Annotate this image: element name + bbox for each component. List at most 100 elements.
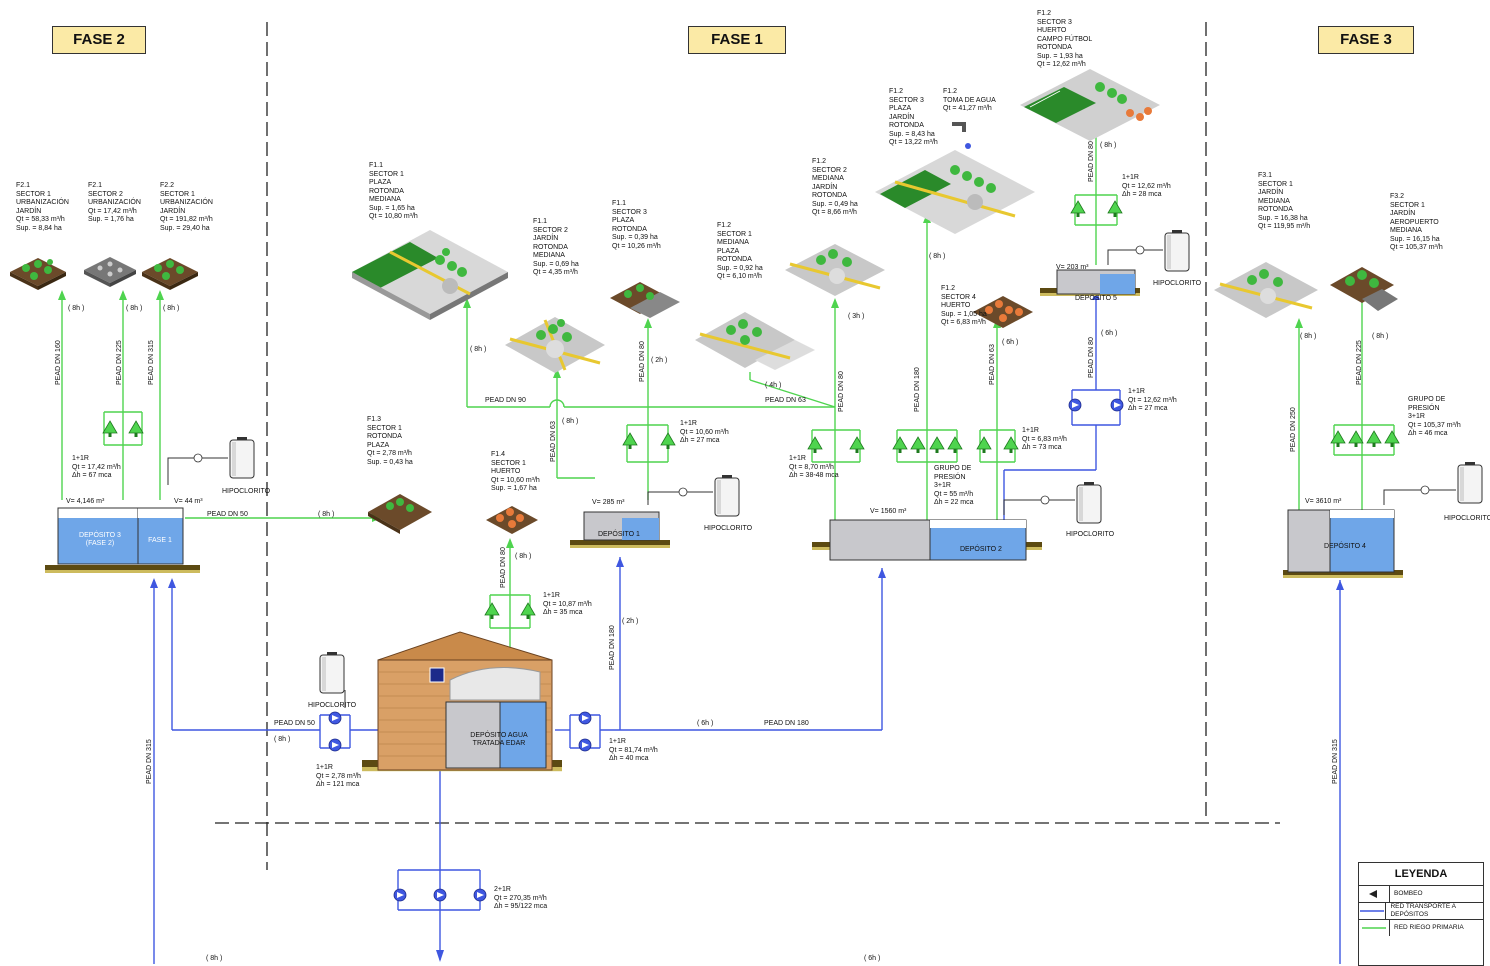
phase-2-header: FASE 2 [52, 26, 146, 54]
pump-label-to-dep5: 1+1R Qt = 12,62 m³/h Δh = 27 mca [1128, 388, 1177, 414]
sector-label-f21-s1: F2.1 SECTOR 1 URBANIZACIÓN JARDÍN Qt = 5… [16, 182, 69, 233]
pipe-label-pead80-v1: PEAD DN 80 [639, 341, 646, 382]
hours-label: ( 8h ) [68, 305, 84, 312]
pump-label-f14: 1+1R Qt = 10,87 m³/h Δh = 35 mca [543, 592, 592, 618]
hipoclorito-label-1: HIPOCLORITO [222, 488, 270, 495]
hours-label: ( 2h ) [651, 357, 667, 364]
hours-label: ( 6h ) [1101, 330, 1117, 337]
pipe-label-pead50-b: PEAD DN 50 [274, 720, 315, 727]
blue-line-icon [1359, 903, 1386, 919]
sector-label-f13-s1: F1.3 SECTOR 1 ROTONDA PLAZA Qt = 2,78 m³… [367, 416, 413, 467]
tank-dep1-volume: V= 285 m³ [592, 499, 625, 507]
tank-dep4-volume: V= 3610 m³ [1305, 498, 1341, 506]
hours-label: ( 8h ) [126, 305, 142, 312]
pipe-label-pead315-v1: PEAD DN 315 [148, 340, 155, 385]
hours-label: ( 6h ) [864, 955, 880, 962]
pump-label-fase2: 1+1R Qt = 17,42 m³/h Δh = 67 mca [72, 455, 121, 481]
pump-label-f3: GRUPO DE PRESIÓN 3+1R Qt = 105,37 m³/h Δ… [1408, 396, 1461, 439]
sector-label-f12-toma: F1.2 TOMA DE AGUA Qt = 41,27 m³/h [943, 88, 996, 114]
sector-images [10, 69, 1398, 534]
pump-label-dep1: 1+1R Qt = 10,60 m³/h Δh = 27 mca [680, 420, 729, 446]
pump-symbol-icon [1359, 886, 1390, 902]
hours-label: ( 8h ) [1100, 142, 1116, 149]
sector-label-f12-s1: F1.2 SECTOR 1 MEDIANA PLAZA ROTONDA Sup.… [717, 222, 763, 282]
legend-item-label: RED RIEGO PRIMARIA [1390, 924, 1464, 932]
pipe-label-pead180-v1: PEAD DN 180 [914, 367, 921, 412]
pipe-label-pead160-v1: PEAD DN 160 [55, 340, 62, 385]
tank-dep3-label: DEPÓSITO 3 (FASE 2) [72, 532, 128, 548]
tank-dep3-fase1-label: FASE 1 [140, 537, 180, 545]
legend-title: LEYENDA [1359, 863, 1483, 886]
sector-label-f11-s2: F1.1 SECTOR 2 JARDÍN ROTONDA MEDIANA Sup… [533, 218, 579, 278]
legend-row-transport: RED TRANSPORTE A DEPÓSITOS [1359, 903, 1483, 920]
tank-dep5-volume: V= 203 m³ [1056, 264, 1089, 272]
hours-label: ( 4h ) [765, 382, 781, 389]
phase-3-header: FASE 3 [1318, 26, 1414, 54]
hours-label: ( 6h ) [697, 720, 713, 727]
pipe-label-pead250-v: PEAD DN 250 [1290, 407, 1297, 452]
tank-dep4-label: DEPÓSITO 4 [1324, 543, 1366, 551]
tank-dep2-volume: V= 1560 m³ [870, 508, 906, 516]
tank-dep3-volume2: V= 44 m³ [174, 498, 203, 506]
pump-label-dep5: 1+1R Qt = 12,62 m³/h Δh = 28 mca [1122, 174, 1171, 200]
sector-label-f31-s1: F3.1 SECTOR 1 JARDÍN MEDIANA ROTONDA Sup… [1258, 172, 1310, 232]
tank-dep3-volume: V= 4,146 m³ [66, 498, 104, 506]
pump-label-edar-left: 1+1R Qt = 2,78 m³/h Δh = 121 mca [316, 764, 361, 790]
water-tap-icon [952, 122, 971, 149]
sector-label-f22-s1: F2.2 SECTOR 1 URBANIZACIÓN JARDÍN Qt = 1… [160, 182, 213, 233]
legend: LEYENDA BOMBEO RED TRANSPORTE A DEPÓSITO… [1358, 862, 1484, 966]
pipe-label-pead63-v2: PEAD DN 63 [989, 344, 996, 385]
tank-dep2-label: DEPÓSITO 2 [960, 546, 1002, 554]
pump-label-bottom: 2+1R Qt = 270,35 m³/h Δh = 95/122 mca [494, 886, 547, 912]
pipe-label-pead90: PEAD DN 90 [485, 397, 526, 404]
sector-label-f14-s1: F1.4 SECTOR 1 HUERTO Qt = 10,60 m³/h Sup… [491, 451, 540, 494]
hours-label: ( 8h ) [929, 253, 945, 260]
pipe-label-pead315-v3: PEAD DN 315 [1332, 739, 1339, 784]
hipoclorito-label-3: HIPOCLORITO [1066, 531, 1114, 538]
pipe-label-pead180-v2: PEAD DN 180 [609, 625, 616, 670]
hours-label: ( 8h ) [515, 553, 531, 560]
hours-label: ( 3h ) [848, 313, 864, 320]
sector-label-f11-s1: F1.1 SECTOR 1 PLAZA ROTONDA MEDIANA Sup.… [369, 162, 418, 222]
hipoclorito-label-5: HIPOCLORITO [1444, 515, 1490, 522]
tank-dep1-label: DEPÓSITO 1 [598, 531, 640, 539]
legend-item-label: BOMBEO [1390, 890, 1423, 898]
pipe-label-pead225-v1: PEAD DN 225 [116, 340, 123, 385]
legend-item-label: RED TRANSPORTE A DEPÓSITOS [1386, 903, 1483, 919]
tank-edar-label: DEPÓSITO AGUA TRATADA EDAR [458, 732, 540, 748]
sector-label-f12-s4: F1.2 SECTOR 4 HUERTO Sup. = 1,05 ha Qt =… [941, 285, 987, 328]
pipe-label-pead80-v5: PEAD DN 80 [500, 547, 507, 588]
hours-label: ( 8h ) [1300, 333, 1316, 340]
phase-1-header: FASE 1 [688, 26, 786, 54]
pump-label-dep2b: 1+1R Qt = 6,83 m³/h Δh = 73 mca [1022, 427, 1067, 453]
pipe-label-pead50-a: PEAD DN 50 [207, 511, 248, 518]
sector-label-f12-s2: F1.2 SECTOR 2 MEDIANA JARDÍN ROTONDA Sup… [812, 158, 858, 218]
pipe-label-pead180-h: PEAD DN 180 [764, 720, 809, 727]
legend-row-bombeo: BOMBEO [1359, 886, 1483, 903]
hours-label: ( 8h ) [1372, 333, 1388, 340]
irrigation-network [62, 125, 1394, 700]
pipe-label-pead80-v3: PEAD DN 80 [1088, 337, 1095, 378]
hipoclorito-label-6: HIPOCLORITO [308, 702, 356, 709]
pump-label-grupo: GRUPO DE PRESIÓN 3+1R Qt = 55 m³/h Δh = … [934, 465, 974, 508]
pump-label-edar-right: 1+1R Qt = 81,74 m³/h Δh = 40 mca [609, 738, 658, 764]
green-line-icon [1359, 920, 1390, 936]
hours-label: ( 8h ) [163, 305, 179, 312]
hipoclorito-label-4: HIPOCLORITO [1153, 280, 1201, 287]
sector-label-f12-s3b: F1.2 SECTOR 3 HUERTO CAMPO FÚTBOL ROTOND… [1037, 10, 1092, 70]
hipoclorito-label-2: HIPOCLORITO [704, 525, 752, 532]
pipe-label-pead315-v2: PEAD DN 315 [146, 739, 153, 784]
hours-label: ( 8h ) [206, 955, 222, 962]
pipe-label-pead80-v2: PEAD DN 80 [838, 371, 845, 412]
sector-label-f21-s2: F2.1 SECTOR 2 URBANIZACIÓN Qt = 17,42 m³… [88, 182, 141, 225]
sector-label-f11-s3: F1.1 SECTOR 3 PLAZA ROTONDA Sup. = 0,39 … [612, 200, 661, 251]
hours-label: ( 6h ) [1002, 339, 1018, 346]
sector-label-f12-s3: F1.2 SECTOR 3 PLAZA JARDÍN ROTONDA Sup. … [889, 88, 938, 148]
hours-label: ( 8h ) [470, 346, 486, 353]
hours-label: ( 8h ) [318, 511, 334, 518]
legend-row-riego: RED RIEGO PRIMARIA [1359, 920, 1483, 936]
hours-label: ( 2h ) [622, 618, 638, 625]
pipe-label-pead63-h: PEAD DN 63 [765, 397, 806, 404]
pipe-label-pead63-v1: PEAD DN 63 [550, 421, 557, 462]
